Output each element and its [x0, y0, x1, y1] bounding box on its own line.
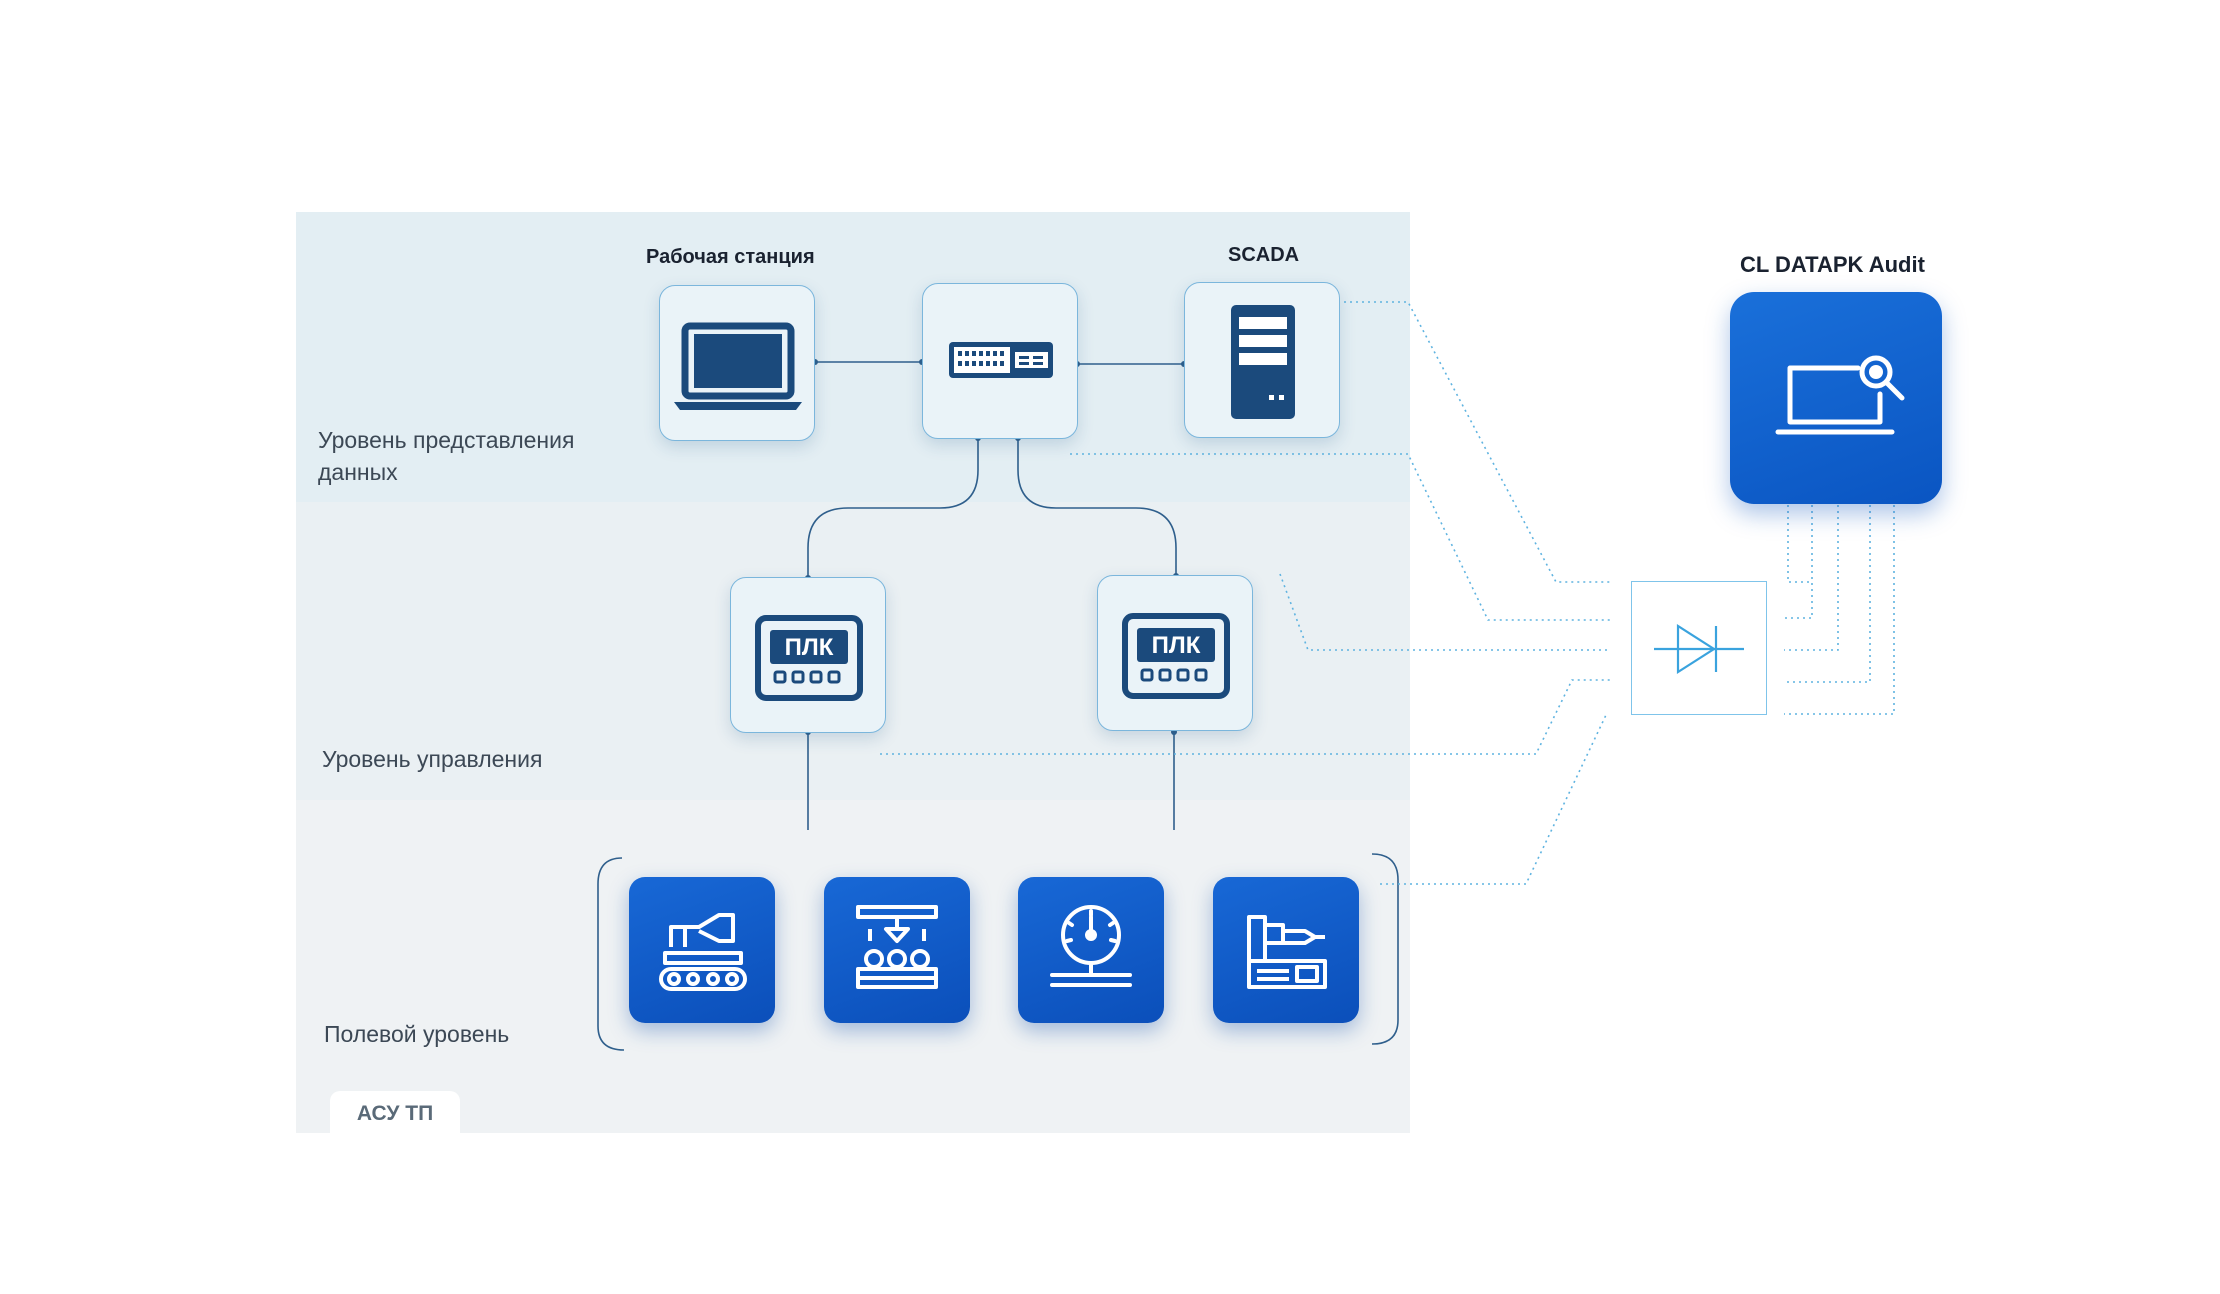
- field-device-filling[interactable]: [824, 877, 970, 1023]
- system-tag: АСУ ТП: [330, 1091, 460, 1136]
- control-level-label: Уровень управления: [322, 746, 543, 772]
- plc2-text: ПЛК: [1152, 632, 1201, 659]
- filling-line-icon: [856, 905, 938, 989]
- audit-node[interactable]: [1730, 292, 1942, 504]
- network-tap-icon: [1654, 623, 1744, 675]
- pressure-gauge-icon: [1050, 905, 1132, 987]
- network-tap-node[interactable]: [1631, 581, 1767, 715]
- scada-title: SCADA: [1228, 244, 1300, 266]
- laptop-icon: [674, 322, 802, 410]
- presentation-level-label-line1: Уровень представления: [318, 427, 575, 453]
- audit-title: CL DATAPK Audit: [1740, 252, 1925, 277]
- workstation-node[interactable]: [659, 285, 815, 441]
- plc-node-1[interactable]: ПЛК: [730, 577, 886, 733]
- field-device-gauge[interactable]: [1018, 877, 1164, 1023]
- presentation-level-label: Уровень представления данных: [318, 424, 574, 488]
- field-level-label: Полевой уровень: [324, 1021, 510, 1047]
- plc-controller-icon: ПЛК: [755, 615, 863, 701]
- cnc-machine-icon: [1247, 915, 1327, 989]
- network-switch-node[interactable]: [922, 283, 1078, 439]
- robot-arm-conveyor-icon: [659, 913, 747, 991]
- field-device-cnc[interactable]: [1213, 877, 1359, 1023]
- server-tower-icon: [1231, 305, 1295, 419]
- workstation-title: Рабочая станция: [646, 246, 815, 268]
- plc1-text: ПЛК: [785, 634, 834, 661]
- network-switch-icon: [949, 342, 1053, 378]
- presentation-level-label-line2: данных: [318, 459, 398, 485]
- scada-node[interactable]: [1184, 282, 1340, 438]
- field-device-robot[interactable]: [629, 877, 775, 1023]
- laptop-search-icon: [1775, 355, 1905, 435]
- plc-node-2[interactable]: ПЛК: [1097, 575, 1253, 731]
- plc-controller-icon: ПЛК: [1122, 613, 1230, 699]
